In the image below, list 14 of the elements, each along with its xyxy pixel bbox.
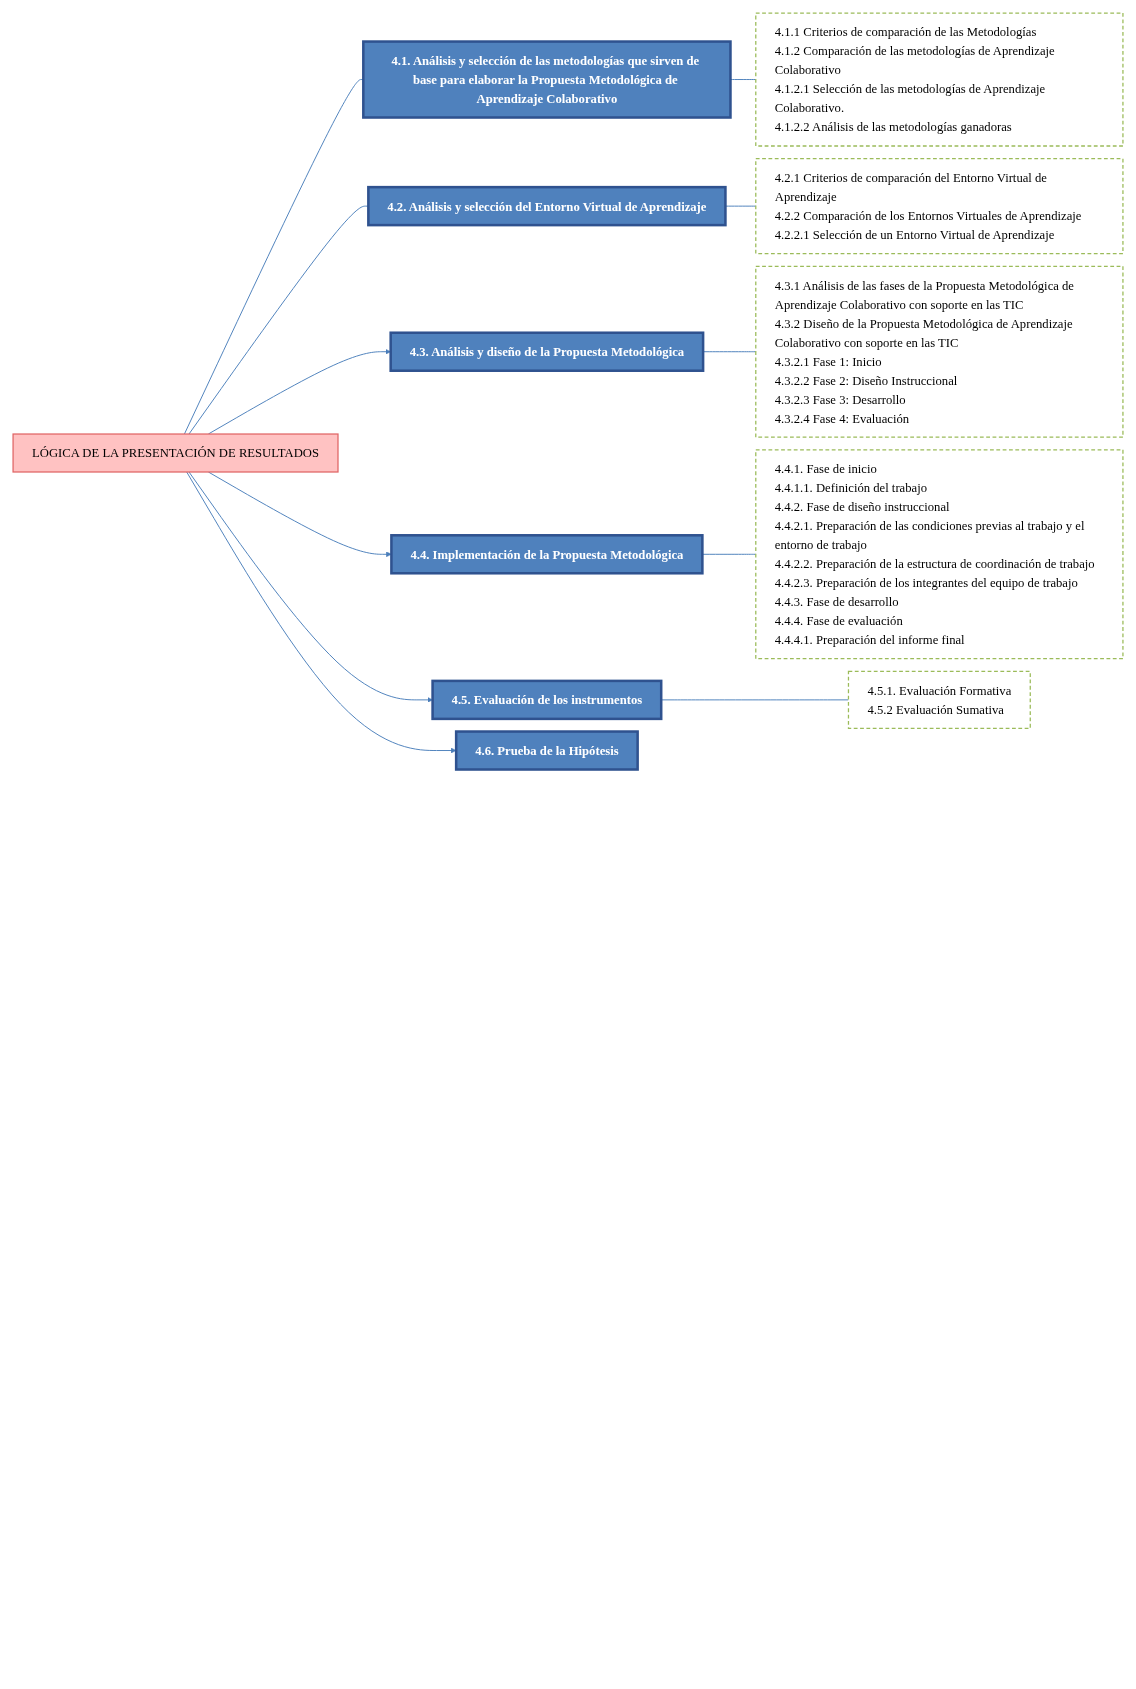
node-box: 4.4.1. Fase de inicio 4.4.1.1. Definición del trabajo 4.4.2. Fase de diseño instruccional 4.4.2.1. Preparación de las condiciones previas al trabajo y el entorno de trabajo 4.4.2.2. Preparación de la estructura de coordinación de trabajo 4.4.2.3. Preparación de los integrantes del equipo de trabajo 4.4.3. Fase de desarrollo 4.4.4. Fase de evaluación 4.4.4.1. Preparación del informe final [755, 449, 1124, 660]
connector [183, 79, 364, 435]
node-box: LÓGICA DE LA PRESENTACIÓN DE RESULTADOS [12, 433, 339, 473]
node-box: 4.1. Análisis y selección de las metodologías que sirven de base para elaborar la Propuesta Metodológica de Aprendizaje Colaborativo [362, 40, 732, 119]
node-box: 4.3. Análisis y diseño de la Propuesta Metodológica [389, 331, 705, 372]
node-box: 4.2.1 Criterios de comparación del Entorno Virtual de Aprendizaje 4.2.2 Comparación de los Entornos Virtuales de Aprendizaje 4.2.2.1 Selección de un Entorno Virtual de Aprendizaje [755, 158, 1124, 255]
connector [188, 205, 369, 435]
node-box: 4.3.1 Análisis de las fases de la Propuesta Metodológica de Aprendizaje Colaborativo con soporte en las TIC 4.3.2 Diseño de la Propuesta Metodológica de Aprendizaje Colaborativo con soporte en las TIC 4.3.2.1 Fase 1: Inicio 4.3.2.2 Fase 2: Diseño Instruccional 4.3.2.3 Fase 3: Desarrollo 4.3.2.4 Fase 4: Evaluación [755, 265, 1124, 438]
node-box: 4.5.1. Evaluación Formativa 4.5.2 Evaluación Sumativa [847, 670, 1031, 729]
node-box: 4.2. Análisis y selección del Entorno Virtual de Aprendizaje [367, 185, 727, 227]
node-box: 4.4. Implementación de la Propuesta Metodológica [390, 534, 704, 575]
node-box: 4.1.1 Criterios de comparación de las Metodologías 4.1.2 Comparación de las metodologías de Aprendizaje Colaborativo 4.1.2.1 Selección de las metodologías de Aprendizaje Colaborativo. 4.1.2.2 Análisis de las metodologías ganadoras [755, 12, 1124, 147]
node-box: 4.6. Prueba de la Hipótesis [454, 730, 639, 771]
node-box: 4.5. Evaluación de los instrumentos [431, 679, 663, 721]
